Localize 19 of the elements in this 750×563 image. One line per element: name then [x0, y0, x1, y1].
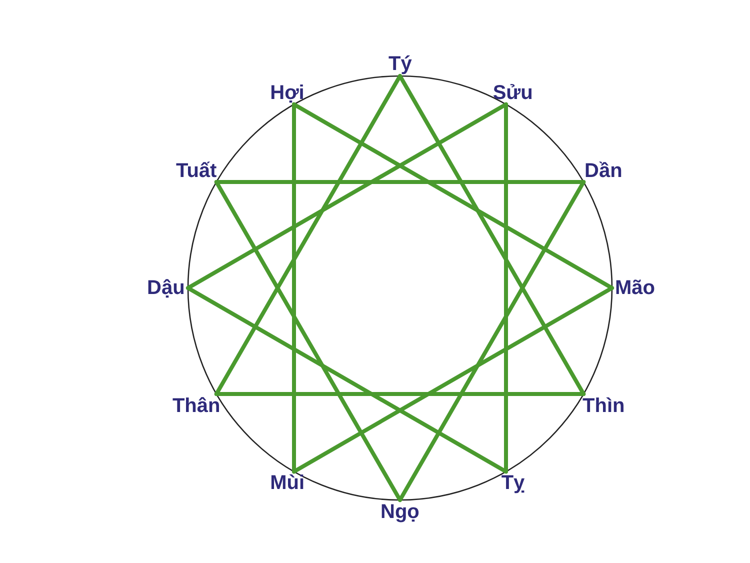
branch-label: Mão — [613, 277, 657, 299]
branch-label: Tý — [386, 53, 414, 75]
branch-label: Hợi — [268, 82, 306, 104]
branch-label: Dần — [582, 160, 624, 182]
branch-label: Thân — [170, 394, 222, 416]
connector-line — [214, 180, 586, 184]
connector-line — [214, 74, 402, 396]
branch-label: Tuất — [174, 160, 219, 182]
branch-label: Sửu — [490, 82, 535, 104]
branch-label: Tỵ — [499, 472, 527, 494]
connector-line — [292, 102, 296, 474]
connector-line — [214, 392, 586, 396]
connector-line — [292, 102, 614, 290]
branch-label: Ngọ — [378, 501, 422, 523]
branch-label: Dậu — [145, 277, 187, 299]
branch-label: Thìn — [580, 394, 627, 416]
connector-line — [186, 102, 508, 290]
branch-label: Mùi — [268, 472, 307, 494]
connector-line — [186, 286, 508, 474]
